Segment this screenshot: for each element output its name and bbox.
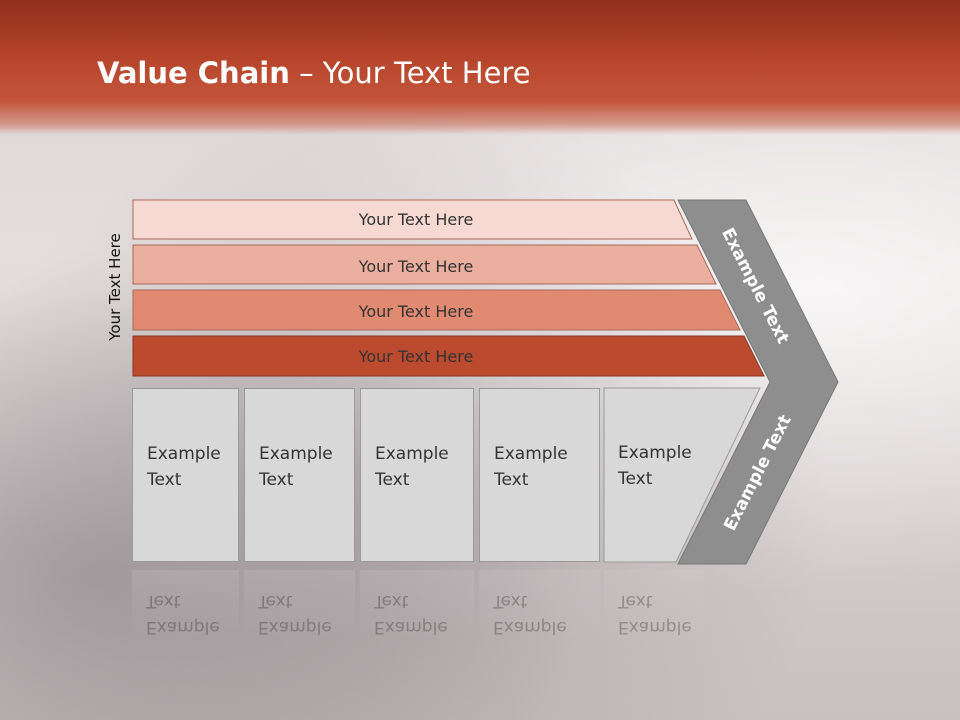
bar-4 [132,335,765,377]
title-bold: Value Chain [97,56,290,90]
bar-4-label: Your Text Here [358,347,474,366]
bar-2 [132,244,717,285]
bar-2-label: Your Text Here [358,257,474,276]
bar-3 [132,289,741,331]
slide-title: Value Chain – Your Text Here [97,56,531,90]
box-5-shape [603,387,761,563]
bar-1 [132,199,693,240]
title-rest: – Your Text Here [289,56,531,90]
bar-1-label: Your Text Here [358,210,474,229]
chevron-arrow [677,199,839,565]
title-band [0,0,960,135]
bar-3-label: Your Text Here [358,302,474,321]
